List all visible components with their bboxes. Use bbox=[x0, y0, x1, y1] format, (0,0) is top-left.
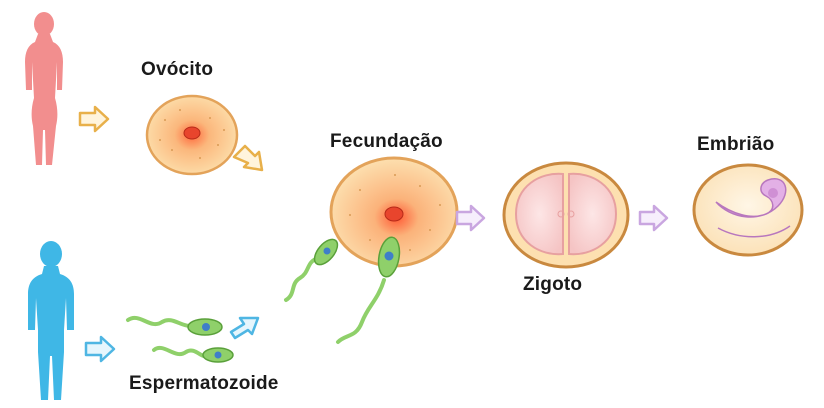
arrow-oocyte-to-fertilization bbox=[234, 146, 262, 170]
arrow-sperm-to-fertilization bbox=[231, 318, 258, 338]
zygote-label: Zigoto bbox=[523, 274, 582, 296]
oocyte-cell bbox=[147, 96, 237, 174]
oocyte-label: Ovócito bbox=[141, 59, 213, 81]
fertilization-label: Fecundação bbox=[330, 131, 443, 153]
arrow-male-to-sperm bbox=[86, 337, 114, 361]
arrow-fertilization-to-zygote bbox=[457, 206, 484, 230]
sperm-cell bbox=[154, 348, 233, 362]
zygote-cell bbox=[504, 163, 628, 267]
sperm-cell bbox=[286, 235, 342, 300]
male-figure bbox=[28, 241, 74, 400]
arrow-zygote-to-embryo bbox=[640, 206, 667, 230]
sperm-cell bbox=[128, 318, 222, 335]
sperm-label: Espermatozoide bbox=[129, 373, 279, 395]
arrow-female-to-oocyte bbox=[80, 107, 108, 131]
female-figure bbox=[25, 12, 63, 165]
embryo-label: Embrião bbox=[697, 134, 774, 156]
embryo-cell bbox=[694, 165, 802, 255]
